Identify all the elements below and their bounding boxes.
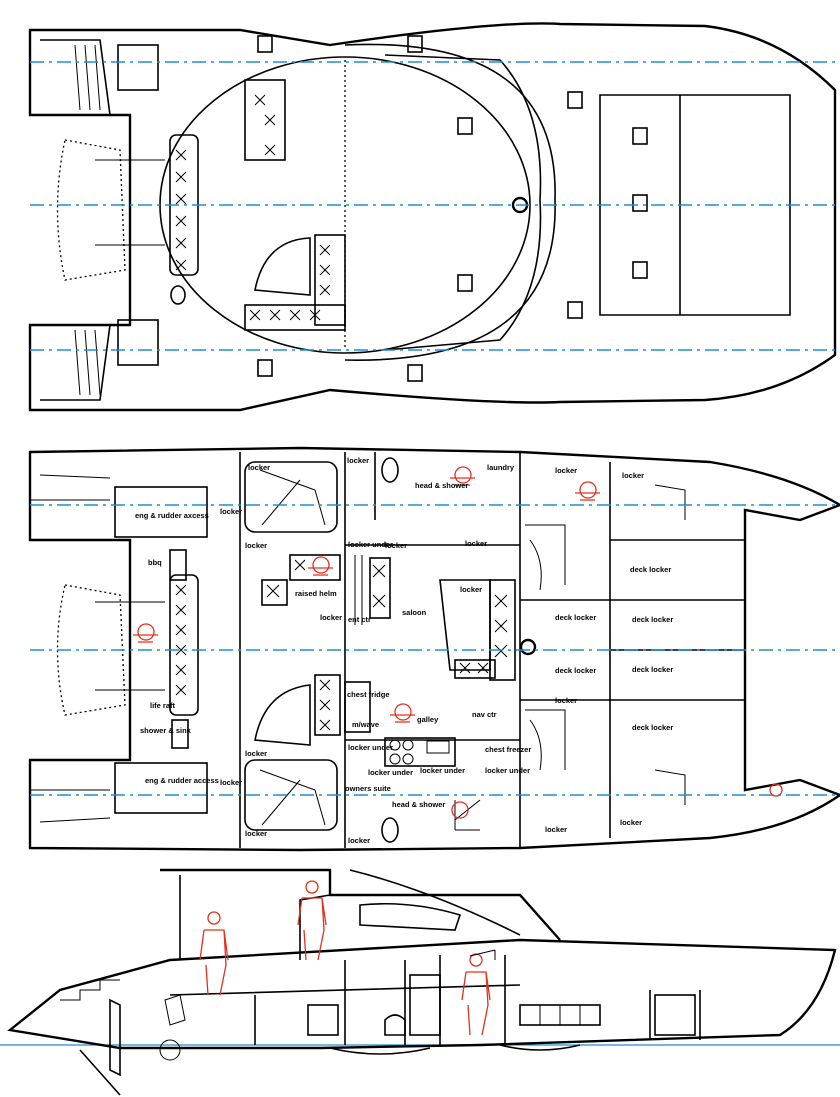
label-locker: locker: [220, 778, 242, 787]
label-locker-under: locker under: [368, 768, 413, 777]
accommodation-plan: locker locker laundry locker locker head…: [28, 446, 840, 852]
label-locker: locker: [555, 696, 577, 705]
label-locker: locker: [320, 613, 342, 622]
label-chest-fridge: chest fridge: [347, 690, 390, 699]
label-locker: locker: [245, 749, 267, 758]
label-deck-locker: deck locker: [632, 665, 673, 674]
label-eng-rudder-access: eng & rudder access: [145, 776, 219, 785]
label-ent-ctr: ent ctr: [348, 615, 371, 624]
label-locker: locker: [620, 818, 642, 827]
label-locker: locker: [465, 539, 487, 548]
label-head-shower: head & shower: [392, 800, 445, 809]
label-locker: locker: [622, 471, 644, 480]
label-locker-under: locker under: [420, 766, 465, 775]
label-locker: locker: [347, 456, 369, 465]
label-saloon: saloon: [402, 608, 427, 617]
label-locker: locker: [220, 507, 242, 516]
label-locker: locker: [460, 585, 482, 594]
label-life-raft: life raft: [150, 701, 176, 710]
label-raised-helm: raised helm: [295, 589, 337, 598]
label-locker-under: locker under: [348, 540, 393, 549]
label-shower-sink: shower & sink: [140, 726, 192, 735]
label-deck-locker: deck locker: [632, 615, 673, 624]
label-eng-rudder-access: eng & rudder axcess: [135, 511, 209, 520]
label-locker: locker: [245, 829, 267, 838]
label-locker: locker: [555, 466, 577, 475]
label-deck-locker: deck locker: [630, 565, 671, 574]
label-locker-under: locker under: [348, 743, 393, 752]
label-head-shower: head & shower: [415, 481, 468, 490]
label-galley: galley: [417, 715, 439, 724]
label-locker: locker: [545, 825, 567, 834]
label-mwave: m/wave: [352, 720, 379, 729]
label-bbq: bbq: [148, 558, 162, 567]
label-locker-under: locker under: [485, 766, 530, 775]
label-locker: locker: [385, 541, 407, 550]
deck-plan-top-view: [28, 22, 840, 412]
label-locker: locker: [348, 836, 370, 845]
label-chest-freezer: chest freezer: [485, 745, 531, 754]
label-locker: locker: [248, 463, 270, 472]
label-deck-locker: deck locker: [632, 723, 673, 732]
label-owners-suite: owners suite: [345, 784, 391, 793]
label-locker: locker: [245, 541, 267, 550]
label-nav-ctr: nav ctr: [472, 710, 497, 719]
side-profile: [0, 868, 840, 1096]
label-laundry: laundry: [487, 463, 515, 472]
label-deck-locker: deck locker: [555, 613, 596, 622]
label-deck-locker: deck locker: [555, 666, 596, 675]
